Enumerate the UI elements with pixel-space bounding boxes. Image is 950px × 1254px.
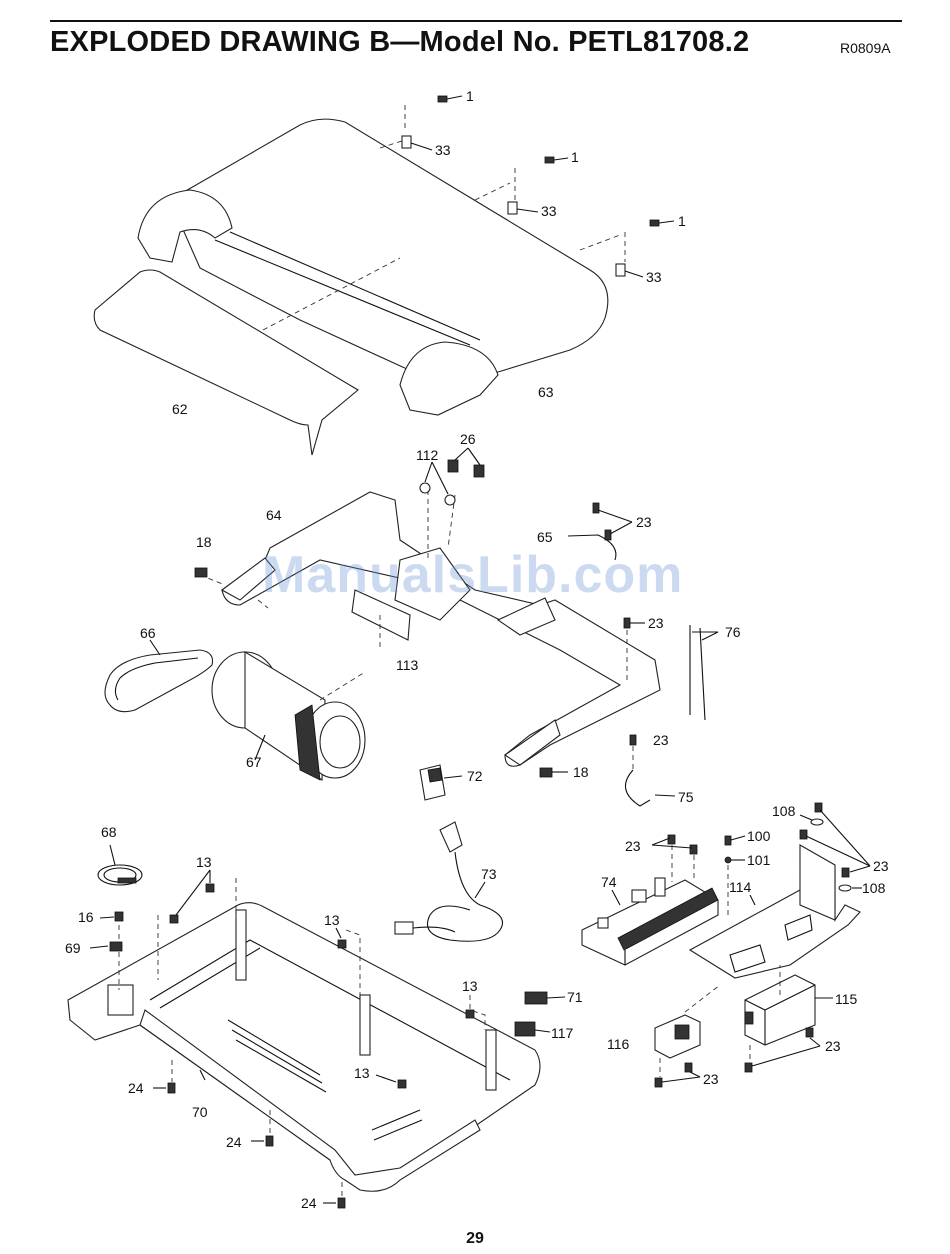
callout-72: 72 [467, 768, 483, 784]
callout-16: 16 [78, 909, 94, 925]
screw-23-controller [652, 835, 697, 882]
callout-23-d: 23 [625, 838, 641, 854]
nut-101 [725, 857, 745, 863]
page-number: 29 [0, 1230, 950, 1248]
callout-13-c: 13 [462, 978, 478, 994]
callout-113: 113 [396, 657, 419, 673]
clip-69 [90, 942, 122, 951]
speed-sensor-68 [98, 845, 142, 885]
screw-1-b [545, 157, 568, 163]
callout-101: 101 [747, 852, 771, 868]
callout-33-b: 33 [541, 203, 557, 219]
watermark: ManualsLib.com [262, 545, 683, 605]
callout-1-c: 1 [678, 213, 686, 229]
callout-69: 69 [65, 940, 81, 956]
callout-108-b: 108 [862, 880, 886, 896]
callout-68: 68 [101, 824, 117, 840]
capacitor-115 [745, 965, 833, 1072]
callout-13-b: 13 [324, 912, 340, 928]
callout-70: 70 [192, 1104, 208, 1120]
callout-23-a: 23 [636, 514, 652, 530]
callout-75: 75 [678, 789, 694, 805]
screw-100 [725, 836, 745, 845]
drive-belt-66 [105, 640, 213, 712]
callout-23-b: 23 [648, 615, 664, 631]
callout-33-a: 33 [435, 142, 451, 158]
callout-1-a: 1 [466, 88, 474, 104]
nut-112-a [420, 483, 430, 493]
callout-24-a: 24 [128, 1080, 144, 1096]
callout-33-c: 33 [646, 269, 662, 285]
callout-18-b: 18 [573, 764, 589, 780]
switch-72 [420, 765, 462, 800]
cable-ties-76 [690, 625, 718, 720]
screw-23-b [624, 618, 645, 628]
callout-74: 74 [601, 874, 617, 890]
callout-64: 64 [266, 507, 282, 523]
callout-116: 116 [607, 1036, 630, 1052]
callout-23-e: 23 [873, 858, 889, 874]
callout-108-a: 108 [772, 803, 796, 819]
callout-62: 62 [172, 401, 188, 417]
callout-24-c: 24 [301, 1195, 317, 1211]
callout-13-a: 13 [196, 854, 212, 870]
screw-24-a [153, 1060, 175, 1093]
callout-66: 66 [140, 625, 156, 641]
callout-76: 76 [725, 624, 741, 640]
bolt-26-b [474, 465, 484, 477]
callout-23-c: 23 [653, 732, 669, 748]
nut-112-b [445, 495, 455, 505]
callout-117: 117 [551, 1025, 574, 1041]
callout-24-b: 24 [226, 1134, 242, 1150]
screw-16 [100, 912, 123, 921]
callout-73: 73 [481, 866, 497, 882]
connector-117 [515, 1022, 550, 1036]
callout-115: 115 [835, 991, 858, 1007]
clip-33-c [616, 264, 643, 277]
clip-33-b [508, 202, 538, 214]
callout-67: 67 [246, 754, 262, 770]
clip-33-a [402, 136, 432, 150]
callout-23-f: 23 [825, 1038, 841, 1054]
base-70 [68, 903, 540, 1192]
screw-24-c [323, 1182, 345, 1208]
bolt-26-a [448, 460, 458, 472]
screw-1-c [650, 220, 674, 226]
callout-13-d: 13 [354, 1065, 370, 1081]
callout-71: 71 [567, 989, 583, 1005]
screw-18-a [195, 568, 207, 577]
callout-26: 26 [460, 431, 476, 447]
callout-112: 112 [416, 447, 439, 463]
breaker-71 [525, 992, 565, 1004]
screw-1-a [438, 96, 462, 102]
callout-1-b: 1 [571, 149, 579, 165]
screw-18-b [540, 768, 568, 777]
callout-100: 100 [747, 828, 771, 844]
callout-114: 114 [729, 879, 752, 895]
callout-18-a: 18 [196, 534, 212, 550]
drive-motor-67 [212, 652, 365, 780]
callout-65: 65 [537, 529, 553, 545]
callout-63: 63 [538, 384, 554, 400]
callout-23-g: 23 [703, 1071, 719, 1087]
